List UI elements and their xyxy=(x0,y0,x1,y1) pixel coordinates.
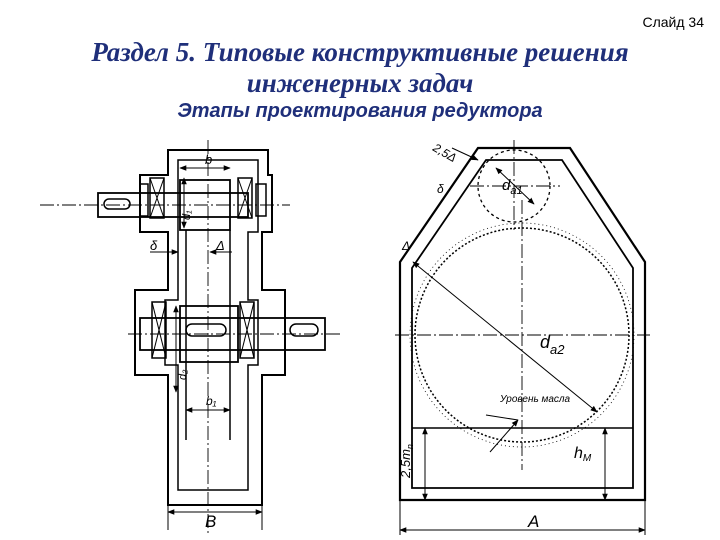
output-bearing-right xyxy=(239,301,255,359)
right-side-view xyxy=(398,146,647,502)
label-2-5Delta: 2,5Δ xyxy=(430,140,459,165)
label-b1: b₁ xyxy=(206,394,217,408)
label-d2: d₂ xyxy=(177,369,189,380)
left-section-view xyxy=(97,149,326,506)
left-dimensions xyxy=(150,165,263,530)
label-b: b xyxy=(205,152,212,167)
label-delta-left: δ xyxy=(150,238,158,253)
input-bearing-right xyxy=(237,177,253,219)
housing-outer-outline xyxy=(134,149,286,506)
label-d1: d₁ xyxy=(181,210,193,220)
left-centerlines xyxy=(40,140,340,535)
output-bearing-left xyxy=(151,301,167,359)
section-title-line2: инженерных задач xyxy=(246,68,474,98)
label-da2: da2 xyxy=(540,332,565,357)
label-da1: da1 xyxy=(502,177,523,197)
label-delta-right: δ xyxy=(437,182,444,196)
input-shaft-key xyxy=(103,198,131,210)
housing-inner-outline xyxy=(164,159,259,491)
slide-subtitle: Этапы проектирования редуктора xyxy=(177,100,543,122)
housing-outer-contour xyxy=(398,146,647,502)
label-Delta-right: Δ xyxy=(401,239,410,253)
label-A: A xyxy=(527,512,539,531)
input-bearing-left xyxy=(149,177,165,219)
section-title-line1: Раздел 5. Типовые конструктивные решения xyxy=(91,37,629,67)
label-oil-level: Уровень масла xyxy=(499,394,571,405)
label-B: B xyxy=(205,512,216,531)
label-2-5mn: 2,5mn xyxy=(398,444,415,479)
output-shaft-key-right xyxy=(289,323,319,337)
label-hm: hM xyxy=(574,445,592,464)
label-Delta-left: Δ xyxy=(215,238,225,253)
slide-number: Слайд 34 xyxy=(642,14,704,30)
housing-inner-contour xyxy=(411,159,634,489)
right-dimensions xyxy=(399,147,646,535)
